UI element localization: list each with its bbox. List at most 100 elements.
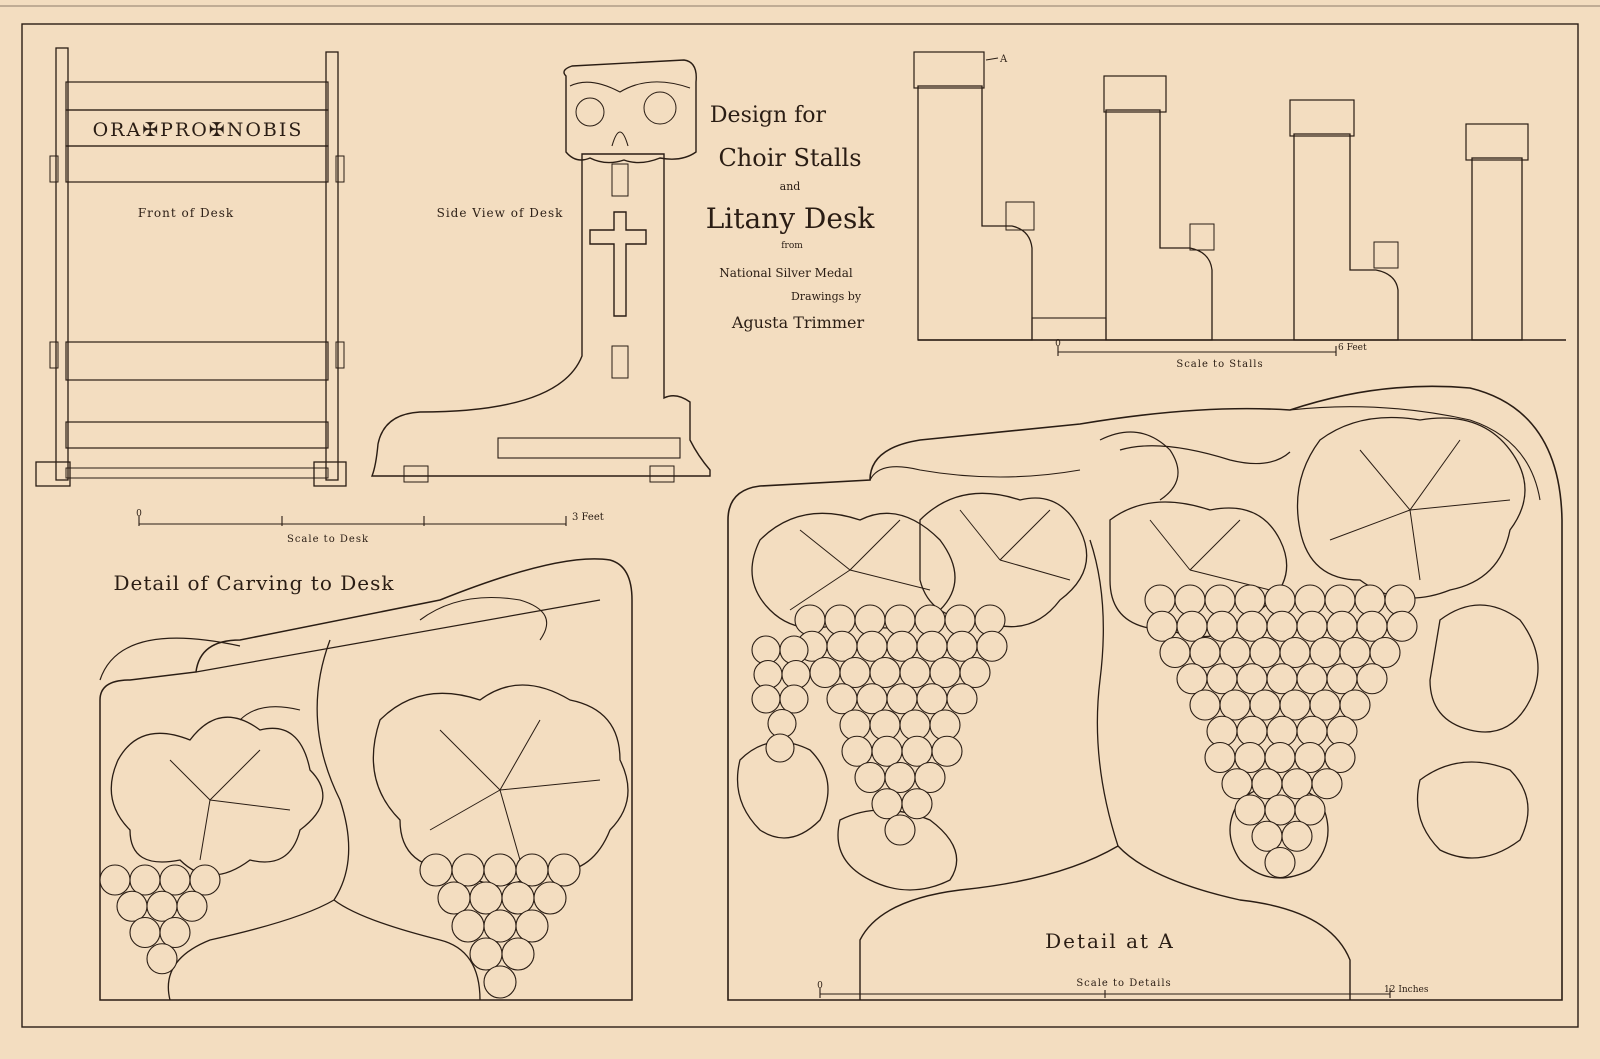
grape: [129, 916, 161, 949]
grape: [871, 735, 903, 767]
grape: [1279, 689, 1311, 721]
grape: [826, 683, 858, 715]
grape: [129, 864, 161, 896]
grape: [1369, 636, 1401, 669]
grape: [1174, 584, 1206, 616]
grape: [501, 937, 535, 971]
grape: [779, 684, 809, 714]
grape: [946, 630, 978, 662]
grape: [751, 684, 781, 714]
detail-a-label: Detail at A: [1045, 929, 1175, 953]
grape: [1146, 610, 1178, 642]
grape: [794, 604, 826, 636]
detail-a-leaves: [736, 416, 1539, 891]
grape: [753, 659, 783, 690]
grape: [1386, 610, 1418, 642]
grape: [856, 683, 888, 715]
grape: [176, 890, 208, 922]
grape: [451, 853, 485, 887]
grape: [1309, 636, 1341, 669]
carving-title: Detail of Carving to Desk: [114, 571, 395, 595]
grape: [1206, 715, 1238, 747]
grape: [931, 735, 963, 767]
subtitle-line-4: Agusta Trimmer: [731, 313, 865, 332]
title-line-2: Choir Stalls: [718, 144, 861, 172]
grape: [765, 733, 795, 763]
grape: [1189, 636, 1221, 669]
grape: [974, 604, 1006, 636]
title-line-3: and: [780, 180, 801, 193]
grape: [1204, 741, 1236, 774]
grape: [1311, 768, 1343, 800]
grape: [189, 864, 221, 896]
grape: [1236, 610, 1268, 642]
stall-marker-a: A: [999, 54, 1008, 65]
grape: [929, 709, 961, 741]
carving-leaves: [110, 684, 629, 886]
grape: [779, 635, 809, 665]
grape: [1264, 741, 1296, 774]
desk-scale-label: Scale to Desk: [287, 534, 369, 545]
grape: [1326, 663, 1358, 695]
grape: [1264, 584, 1296, 616]
subtitle-line-3: Drawings by: [791, 290, 862, 303]
detail-scale-bar: [819, 988, 1391, 998]
grape: [946, 683, 978, 715]
stalls-scale-bar: [1057, 346, 1337, 356]
grape: [1234, 794, 1266, 826]
grape: [483, 909, 517, 943]
grape: [1206, 610, 1238, 642]
grape: [1266, 663, 1298, 695]
grape: [1234, 584, 1266, 616]
grape: [1309, 689, 1341, 721]
grape: [515, 853, 549, 887]
grape: [533, 881, 567, 915]
grape: [1296, 715, 1328, 747]
grape: [1294, 794, 1326, 826]
title-line-1: Design for: [710, 103, 827, 128]
grape: [854, 604, 886, 636]
grape: [944, 604, 976, 636]
grape: [869, 656, 901, 689]
grape: [929, 656, 961, 689]
grape: [469, 881, 503, 915]
grape: [1356, 610, 1388, 642]
stalls-scale-end: 6 Feet: [1338, 343, 1367, 353]
grape: [1339, 689, 1371, 721]
grape: [914, 761, 946, 794]
grape: [483, 853, 517, 887]
grape: [1219, 636, 1251, 669]
grape: [1176, 610, 1208, 642]
grape: [1264, 846, 1296, 879]
grape: [1266, 610, 1298, 642]
grape: [1221, 768, 1253, 800]
grape: [1296, 663, 1328, 695]
grape: [419, 853, 453, 887]
detail-scale-label: Scale to Details: [1076, 978, 1171, 989]
grape: [1384, 584, 1416, 616]
grape: [1236, 663, 1268, 695]
subtitle-line-1: from: [781, 241, 803, 251]
grape: [901, 788, 933, 820]
desk-inscription: ORA✠PRO✠NOBIS: [93, 119, 304, 141]
grape: [159, 864, 191, 896]
grape: [809, 656, 841, 689]
grape: [899, 709, 931, 741]
grape: [1249, 689, 1281, 721]
grape: [501, 881, 535, 915]
desk-scale-bar: [138, 516, 567, 526]
desk-scale-start: 0: [136, 509, 142, 519]
grape: [451, 909, 485, 943]
grape: [116, 890, 148, 922]
grape: [1144, 584, 1176, 616]
grape: [767, 708, 797, 739]
grape: [146, 890, 178, 922]
grape: [856, 630, 888, 662]
grape: [824, 604, 856, 636]
grape: [884, 604, 916, 636]
grape: [469, 937, 503, 971]
grape: [886, 630, 918, 662]
grape: [901, 735, 933, 767]
